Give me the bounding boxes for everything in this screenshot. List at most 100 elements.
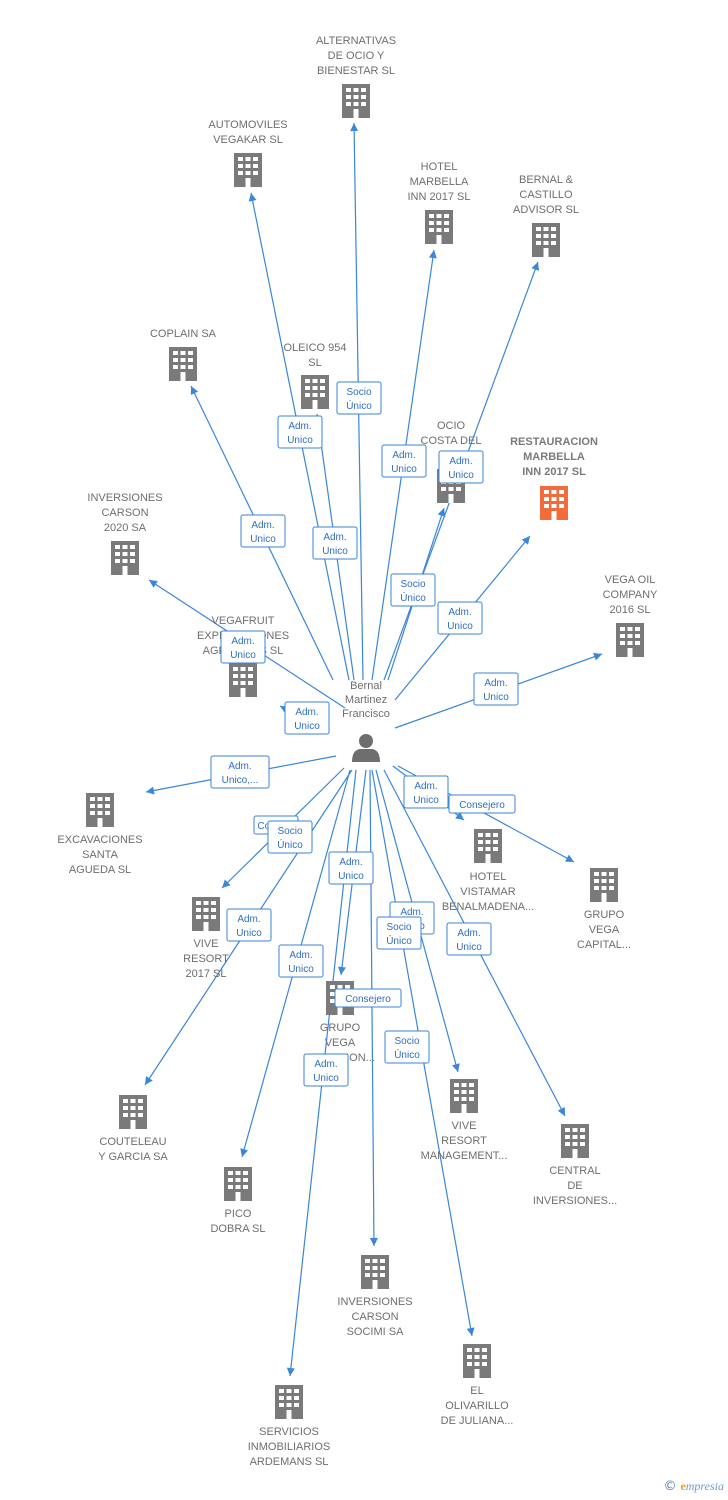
company-name-line: MANAGEMENT...	[421, 1150, 508, 1162]
company-name-line: INVERSIONES...	[533, 1195, 617, 1207]
building-icon	[86, 793, 114, 827]
role-label: Adm.Unico	[278, 944, 324, 978]
building-icon	[540, 486, 568, 520]
role-text-line: Adm.	[231, 636, 254, 647]
role-text-line: Adm.	[400, 907, 423, 918]
company-name-line: INVERSIONES	[337, 1296, 412, 1308]
role-text-line: Unico	[287, 435, 313, 446]
company-name-line: EL	[470, 1385, 483, 1397]
building-icon	[342, 84, 370, 118]
building-icon	[111, 541, 139, 575]
company-node-central-inversiones[interactable]: CENTRALDEINVERSIONES...	[533, 1124, 617, 1207]
role-box	[267, 820, 313, 854]
company-name-line: AGUEDA SL	[69, 864, 131, 876]
company-node-grupo-vega-capital[interactable]: GRUPOVEGACAPITAL...	[577, 868, 631, 951]
company-name-line: SANTA	[82, 849, 119, 861]
role-text-line: Socio	[400, 579, 425, 590]
role-label: Adm.Unico	[220, 630, 266, 664]
role-text-line: Único	[400, 591, 426, 604]
arrow-head	[369, 1237, 378, 1246]
building-icon	[590, 868, 618, 902]
role-text-line: Unico	[236, 928, 262, 939]
company-node-coplain[interactable]: COPLAIN SA	[150, 328, 217, 381]
role-box	[390, 573, 436, 607]
role-text-line: Unico	[413, 795, 439, 806]
company-name-line: RESORT	[183, 953, 229, 965]
building-icon	[275, 1385, 303, 1419]
arrow-head	[146, 786, 155, 795]
arrow-head	[428, 250, 437, 259]
role-box	[210, 755, 270, 789]
company-name-line: Y GARCIA SA	[98, 1151, 168, 1163]
company-node-vive-resort-mgmt[interactable]: VIVERESORTMANAGEMENT...	[421, 1079, 508, 1162]
company-node-hotel-vistamar[interactable]: HOTELVISTAMARBENALMADENA...	[442, 829, 534, 913]
company-name-line: DOBRA SL	[210, 1223, 265, 1235]
role-text-line: Unico	[483, 692, 509, 703]
company-name-line: CARSON	[101, 507, 148, 519]
role-text-line: Unico	[288, 964, 314, 975]
role-box	[336, 381, 382, 415]
company-name-line: VEGA OIL	[605, 574, 656, 586]
role-label: Adm.Unico	[312, 526, 358, 560]
role-text-line: Unico	[338, 871, 364, 882]
role-box	[226, 908, 272, 942]
role-box	[277, 415, 323, 449]
company-name-line: VIVE	[451, 1120, 476, 1132]
role-label: Adm.Unico	[437, 601, 483, 635]
arrow-head	[593, 652, 602, 661]
role-text-line: Unico,...	[222, 775, 259, 786]
company-name-line: INMOBILIARIOS	[248, 1441, 331, 1453]
company-name-line: VEGA	[325, 1037, 356, 1049]
building-icon	[425, 210, 453, 244]
arrow-head	[437, 508, 446, 517]
role-text-line: Adm.	[295, 707, 318, 718]
role-box	[312, 526, 358, 560]
arrow-head	[145, 1076, 153, 1085]
role-label: Adm.Unico	[303, 1053, 349, 1087]
role-text-line: Unico	[313, 1073, 339, 1084]
building-icon	[532, 223, 560, 257]
building-icon	[474, 829, 502, 863]
company-name-line: CASTILLO	[519, 189, 573, 201]
role-box	[334, 988, 402, 1008]
role-text-line: Único	[386, 934, 412, 947]
role-label: Adm.Unico	[438, 450, 484, 484]
building-icon	[361, 1255, 389, 1289]
brand-logo-text: mpresia	[685, 1479, 724, 1493]
role-text-line: Adm.	[449, 456, 472, 467]
company-name-line: CAPITAL...	[577, 939, 631, 951]
role-text-line: Adm.	[392, 450, 415, 461]
building-icon	[119, 1095, 147, 1129]
company-name-line: VIVE	[193, 938, 218, 950]
arrow-head	[240, 1148, 249, 1157]
role-label: Consejero	[448, 794, 516, 814]
building-icon	[229, 663, 257, 697]
building-icon	[224, 1167, 252, 1201]
arrow-head	[455, 811, 464, 820]
role-text-line: Adm.	[339, 857, 362, 868]
company-name-line: VISTAMAR	[460, 886, 515, 898]
copyright-symbol: ©	[663, 1479, 677, 1494]
company-name-line: COMPANY	[603, 589, 658, 601]
company-name-line: 2020 SA	[104, 522, 147, 534]
company-name-line: SERVICIOS	[259, 1426, 319, 1438]
company-name-line: VEGAFRUIT	[212, 615, 275, 627]
